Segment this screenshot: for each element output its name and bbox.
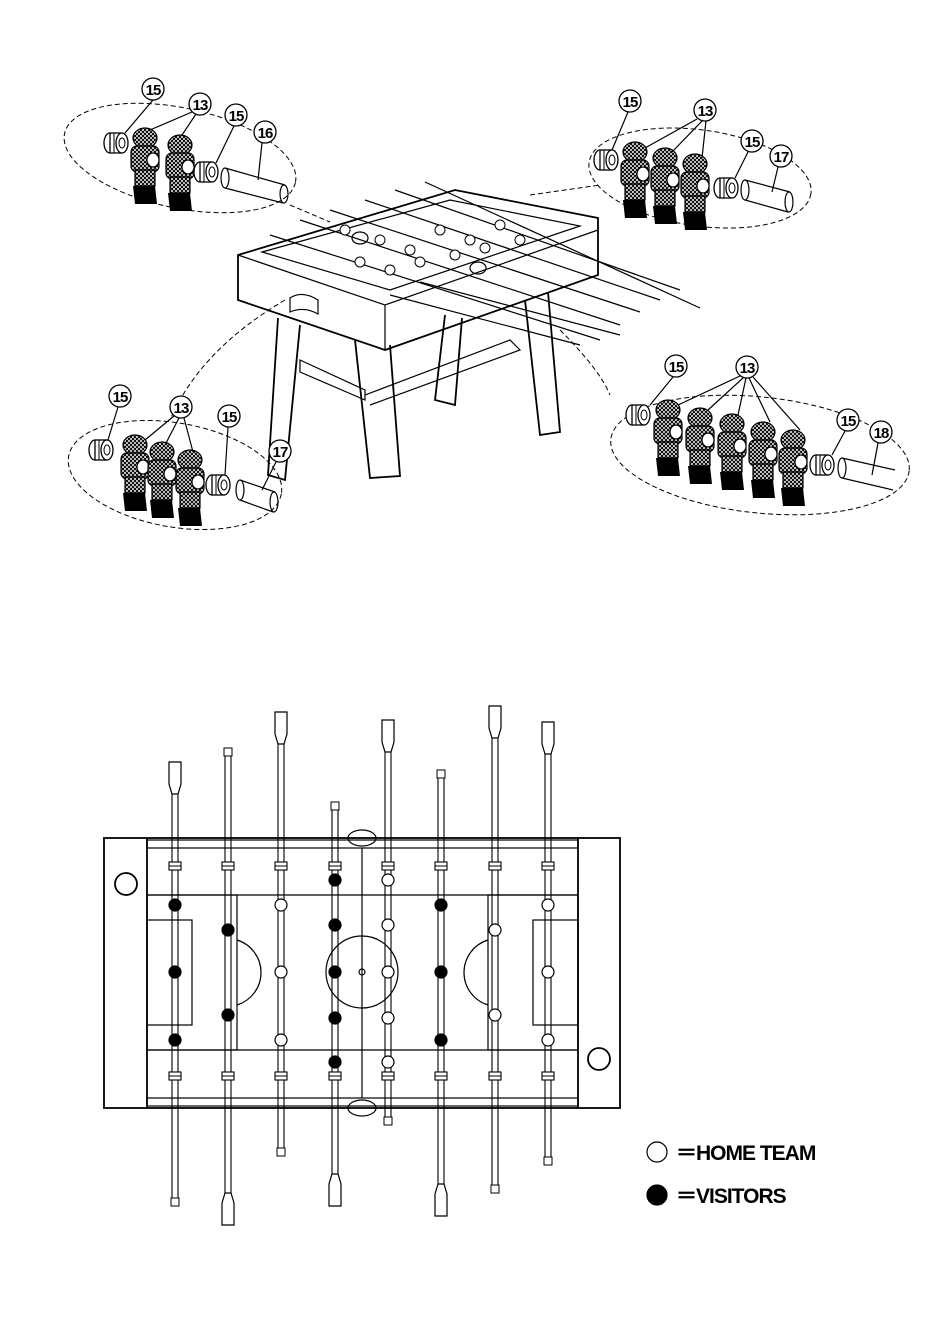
home-player-marker [382, 1012, 394, 1024]
callout-bumper: 15 [623, 94, 638, 111]
rod-end-cap [384, 1117, 392, 1125]
callout-bumper: 15 [745, 134, 760, 151]
home-player-marker [275, 966, 287, 978]
table-isometric [170, 182, 700, 480]
home-player-marker [542, 1034, 554, 1046]
legend-home-label: ＝HOME TEAM [676, 1142, 816, 1165]
callout-bumper: 15 [146, 82, 161, 99]
rod-end-cap [277, 1148, 285, 1156]
home-player-marker [542, 966, 554, 978]
rod-end-cap [491, 1185, 499, 1193]
callout-rod: 17 [273, 444, 288, 461]
rod-end-cap [331, 802, 339, 810]
callout-rod: 16 [258, 125, 273, 142]
home-player-marker [489, 1009, 501, 1021]
visitor-player-marker [169, 1034, 181, 1046]
visitor-player-marker [435, 966, 447, 978]
callout-man: 13 [193, 97, 208, 114]
callout-bumper: 15 [229, 108, 244, 125]
rod-end-cap [224, 748, 232, 756]
visitor-player-marker [329, 1056, 341, 1068]
legend-visitors-label: ＝VISITORS [676, 1185, 787, 1208]
callout-man: 13 [698, 103, 713, 120]
home-player-marker [275, 1034, 287, 1046]
table-top-view [104, 706, 620, 1225]
visitor-player-marker [329, 966, 341, 978]
home-player-marker [275, 899, 287, 911]
visitor-player-marker [435, 1034, 447, 1046]
rod-handle [329, 1174, 341, 1206]
group-rod-16: 15 13 15 16 [54, 78, 306, 231]
rod-handle [542, 722, 554, 754]
visitor-player-marker [329, 874, 341, 886]
visitor-player-marker [435, 899, 447, 911]
legend: ＝HOME TEAM ＝VISITORS [647, 1142, 816, 1208]
rod-handle [222, 1193, 234, 1225]
rod-handle [275, 712, 287, 744]
home-team-marker [647, 1142, 667, 1162]
visitor-player-marker [169, 966, 181, 978]
home-player-marker [382, 874, 394, 886]
callout-rod: 17 [774, 149, 789, 166]
callout-man: 13 [174, 400, 189, 417]
home-player-marker [382, 1056, 394, 1068]
callout-bumper: 15 [669, 359, 684, 376]
rod-handle [169, 762, 181, 794]
visitor-player-marker [329, 919, 341, 931]
callout-bumper: 15 [222, 409, 237, 426]
rod-end-cap [544, 1157, 552, 1165]
group-rod-18: 15 13 15 18 [605, 355, 915, 528]
callout-bumper: 15 [113, 389, 128, 406]
group-rod-17-top: 15 13 15 17 [582, 90, 817, 241]
home-player-marker [542, 899, 554, 911]
rod-end-cap [171, 1198, 179, 1206]
callout-bumper: 15 [841, 413, 856, 430]
visitor-player-marker [329, 1012, 341, 1024]
visitor-player-marker [169, 899, 181, 911]
group-rod-17-bottom: 15 13 15 17 [60, 385, 291, 545]
rod-handle [489, 706, 501, 738]
visitor-player-marker [222, 1009, 234, 1021]
rod-handle [382, 720, 394, 752]
rod-end-cap [437, 770, 445, 778]
callout-man: 13 [740, 360, 755, 377]
rod-handle [435, 1184, 447, 1216]
callout-rod: 18 [874, 425, 889, 442]
home-player-marker [489, 924, 501, 936]
home-player-marker [382, 966, 394, 978]
home-player-marker [382, 919, 394, 931]
visitor-player-marker [222, 924, 234, 936]
visitors-marker [647, 1185, 667, 1205]
